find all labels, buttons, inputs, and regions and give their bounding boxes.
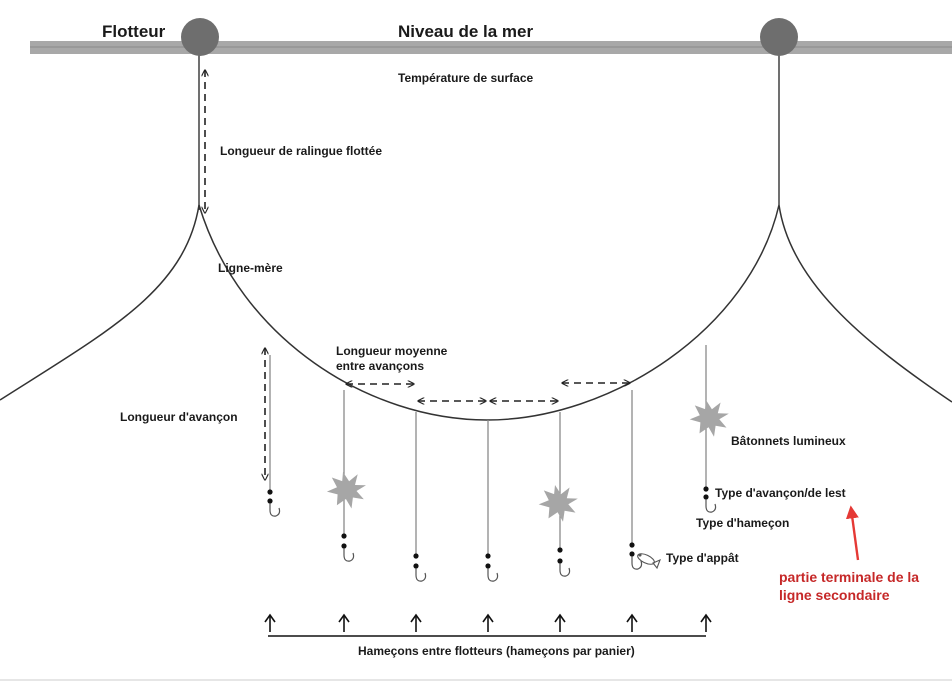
avg-length-label-1: Longueur moyenne (336, 344, 448, 358)
light-sticks-label: Bâtonnets lumineux (731, 434, 846, 448)
dimension-arrows (205, 70, 630, 480)
avg-length-label-2: entre avançons (336, 359, 424, 373)
main-line-label: Ligne-mère (218, 261, 283, 275)
light-stick-icon (689, 400, 729, 437)
bait-type-label: Type d'appât (666, 551, 739, 565)
branchline-length-label: Longueur d'avançon (120, 410, 238, 424)
terminal-line-label-2: ligne secondaire (779, 587, 890, 603)
hook-count-markers (264, 613, 712, 632)
hook-2 (341, 533, 355, 562)
terminal-line-label-1: partie terminale de la (779, 569, 919, 585)
red-arrow (845, 505, 860, 561)
hook-type-label: Type d'hameçon (696, 516, 789, 530)
hook-3 (413, 553, 427, 582)
float-label: Flotteur (102, 22, 166, 41)
sea-level-label: Niveau de la mer (398, 22, 534, 41)
float-line-length-label: Longueur de ralingue flottée (220, 144, 382, 158)
light-stick-icon (538, 485, 578, 522)
surface-temp-label: Température de surface (398, 71, 533, 85)
hook-7 (703, 486, 717, 513)
hook-6 (629, 542, 643, 570)
float-left (181, 18, 219, 56)
hooks (267, 486, 717, 582)
leader-type-label: Type d'avançon/de lest (715, 486, 846, 500)
main-line (0, 204, 952, 421)
light-stick-icon (326, 472, 366, 509)
bait-fish-icon (637, 553, 661, 570)
hook-4 (485, 553, 499, 582)
hook-5 (557, 547, 571, 577)
float-right (760, 18, 798, 56)
hooks-between-floats-label: Hameçons entre flotteurs (hameçons par p… (358, 644, 635, 658)
hook-1 (267, 489, 281, 517)
